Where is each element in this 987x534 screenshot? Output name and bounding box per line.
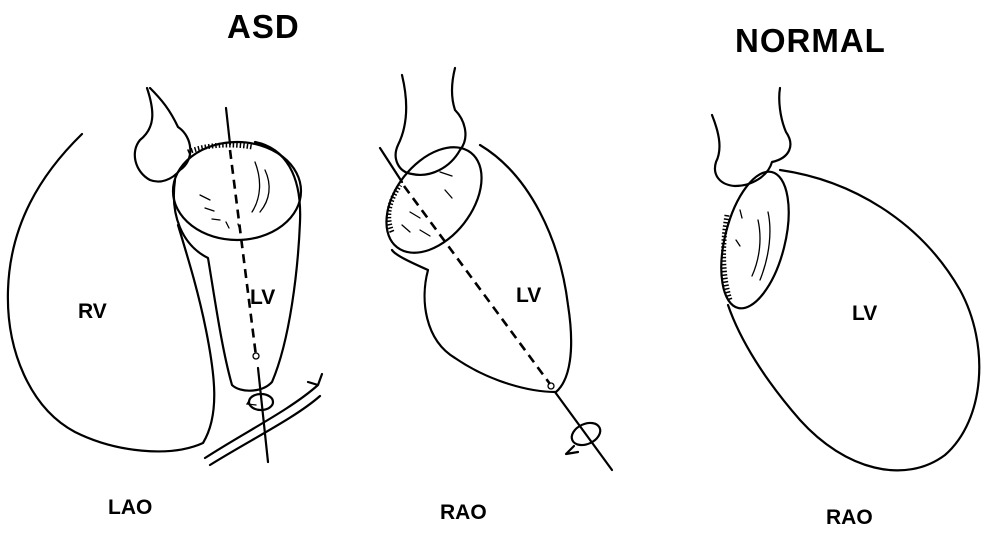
- heading-asd: ASD: [227, 8, 300, 45]
- long-axis-lao: [230, 150, 256, 356]
- aorta-lao: [135, 88, 191, 182]
- label-rv: RV: [78, 300, 107, 323]
- aorta-normal: [712, 88, 790, 186]
- rotation-arrow-rao: [566, 446, 578, 454]
- view-label-rao: RAO: [440, 501, 487, 524]
- view-label-normal: RAO: [826, 506, 873, 529]
- panel-asd-rao: LV RAO: [367, 68, 612, 524]
- aorta-rao: [396, 68, 466, 175]
- leaflet-texture-rao: [402, 172, 452, 236]
- mitral-annulus-rao: [367, 129, 501, 270]
- leaflet-texture-lao: [260, 170, 269, 212]
- panel-asd-lao: RV LV LAO: [8, 88, 322, 519]
- view-label-lao: LAO: [108, 496, 152, 519]
- label-lv-normal: LV: [852, 302, 877, 325]
- heading-normal: NORMAL: [735, 22, 886, 59]
- panel-normal-rao: LV RAO: [709, 88, 979, 529]
- annulus-hatch-lao: [188, 145, 252, 152]
- rv-outline: [8, 134, 214, 451]
- label-lv-lao: LV: [250, 286, 275, 309]
- mitral-annulus-lao: [173, 142, 301, 240]
- lv-outline-lao: [174, 142, 300, 391]
- leaflet-texture-normal: [736, 210, 770, 280]
- label-lv-rao: LV: [516, 284, 541, 307]
